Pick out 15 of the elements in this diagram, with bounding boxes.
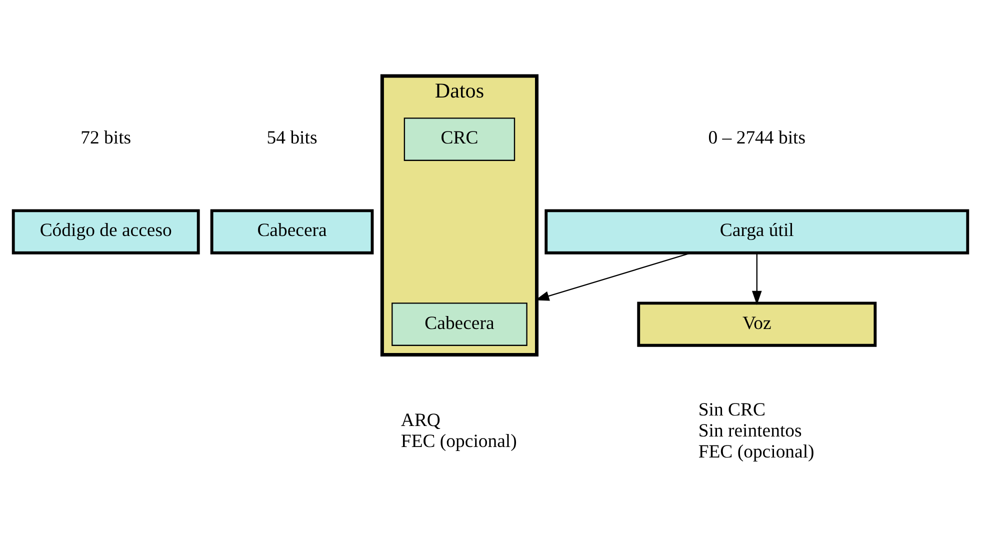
- arrow: [752, 252, 762, 305]
- node-box: Cabecera: [392, 302, 528, 346]
- node-label: FEC (opcional): [698, 442, 814, 463]
- node-label: 72 bits: [80, 128, 132, 149]
- node-label: 0 – 2744 bits: [708, 128, 806, 149]
- node-label: ARQ: [400, 410, 440, 431]
- node-box: Carga útil: [544, 209, 970, 254]
- node-box: Voz: [637, 302, 877, 347]
- node-label: 54 bits: [266, 128, 318, 149]
- node-box: Cabecera: [210, 209, 374, 254]
- node-label: Sin reintentos: [698, 420, 802, 442]
- node-label: FEC (opcional): [400, 431, 517, 452]
- node-label: Sin CRC: [698, 399, 766, 420]
- node-box: Código de acceso: [12, 209, 200, 254]
- node-box: CRC: [404, 118, 516, 161]
